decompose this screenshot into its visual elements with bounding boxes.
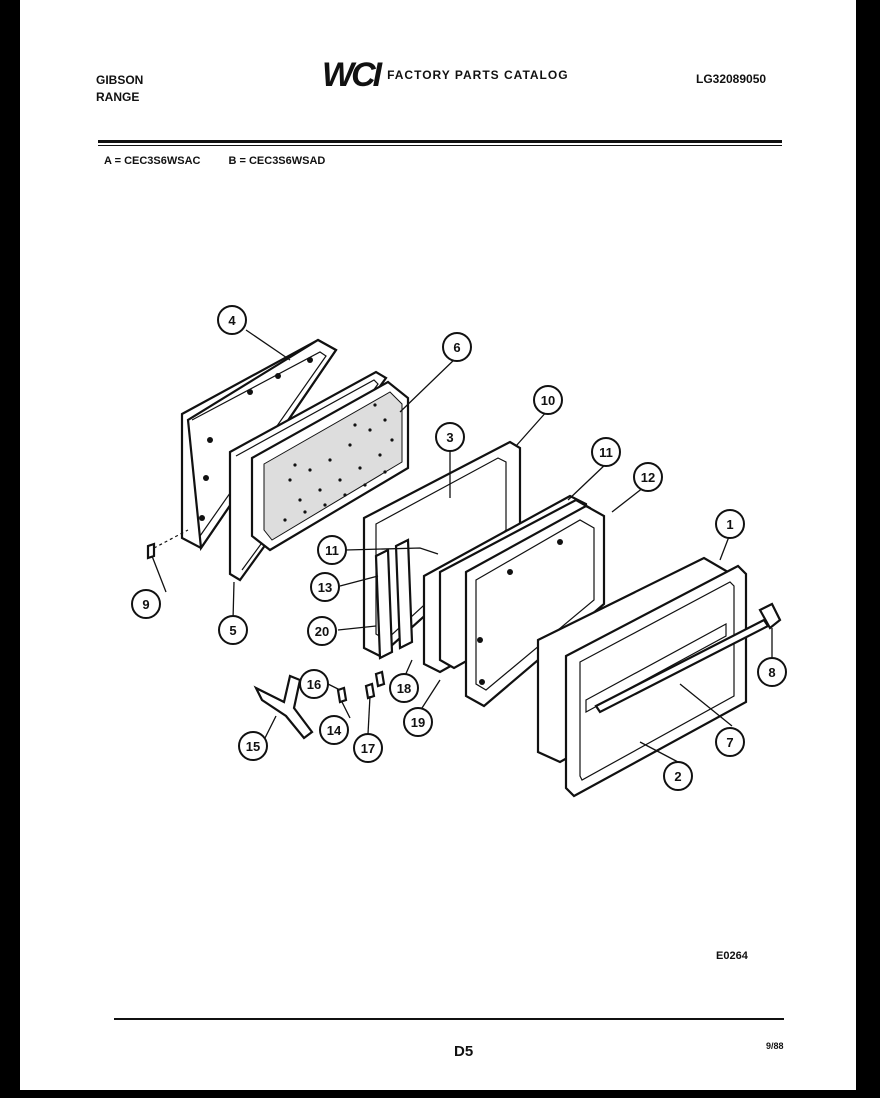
svg-text:20: 20 bbox=[315, 624, 329, 639]
callout-3: 3 bbox=[435, 422, 465, 452]
svg-text:12: 12 bbox=[641, 470, 655, 485]
door-liner-part bbox=[464, 504, 606, 708]
svg-text:19: 19 bbox=[411, 715, 425, 730]
small-screws-part bbox=[336, 670, 386, 704]
callout-7: 7 bbox=[715, 727, 745, 757]
callout-8: 8 bbox=[757, 657, 787, 687]
svg-text:6: 6 bbox=[453, 340, 460, 355]
callout-11-top: 11 bbox=[591, 437, 621, 467]
callout-10: 10 bbox=[533, 385, 563, 415]
callout-1: 1 bbox=[715, 509, 745, 539]
brand-block: GIBSON RANGE bbox=[96, 72, 143, 106]
svg-text:17: 17 bbox=[361, 741, 375, 756]
catalog-header: WCI FACTORY PARTS CATALOG bbox=[322, 58, 569, 92]
callout-2: 2 bbox=[663, 761, 693, 791]
callout-9: 9 bbox=[131, 589, 161, 619]
callout-20: 20 bbox=[307, 616, 337, 646]
callout-16: 16 bbox=[299, 669, 329, 699]
callout-4: 4 bbox=[217, 305, 247, 335]
page-number: D5 bbox=[454, 1043, 474, 1060]
svg-text:1: 1 bbox=[726, 517, 733, 532]
svg-text:11: 11 bbox=[325, 543, 339, 558]
callout-11-left: 11 bbox=[317, 535, 347, 565]
catalog-title: FACTORY PARTS CATALOG bbox=[387, 68, 569, 82]
svg-text:15: 15 bbox=[246, 739, 260, 754]
svg-text:2: 2 bbox=[674, 769, 681, 784]
svg-text:3: 3 bbox=[446, 430, 453, 445]
product-type: RANGE bbox=[96, 90, 140, 104]
svg-text:9: 9 bbox=[142, 597, 149, 612]
svg-text:13: 13 bbox=[318, 580, 332, 595]
svg-text:16: 16 bbox=[307, 677, 321, 692]
header-rule-thin bbox=[98, 145, 782, 146]
wci-logo: WCI bbox=[322, 56, 382, 94]
model-a: A = CEC3S6WSAC bbox=[104, 155, 201, 167]
svg-text:7: 7 bbox=[726, 735, 733, 750]
exploded-view-diagram: 4 6 10 3 11 12 1 11 13 20 9 5 8 16 18 14… bbox=[131, 305, 787, 798]
svg-text:8: 8 bbox=[768, 665, 775, 680]
model-list: A = CEC3S6WSAC B = CEC3S6WSAD bbox=[104, 155, 325, 167]
svg-text:5: 5 bbox=[229, 623, 236, 638]
svg-text:4: 4 bbox=[228, 313, 236, 328]
svg-text:11: 11 bbox=[599, 445, 613, 460]
callout-6: 6 bbox=[442, 332, 472, 362]
svg-text:14: 14 bbox=[327, 723, 342, 738]
doc-number: LG32089050 bbox=[696, 72, 767, 86]
leader-lines bbox=[151, 329, 773, 763]
catalog-page: GIBSON RANGE WCI FACTORY PARTS CATALOG L… bbox=[20, 0, 856, 1090]
callout-19: 19 bbox=[403, 707, 433, 737]
callout-14: 14 bbox=[319, 715, 349, 745]
footer-rule bbox=[114, 1018, 784, 1020]
svg-text:18: 18 bbox=[397, 681, 411, 696]
screw-9-part bbox=[146, 529, 189, 560]
callout-17: 17 bbox=[353, 733, 383, 763]
callout-5: 5 bbox=[218, 615, 248, 645]
model-b: B = CEC3S6WSAD bbox=[228, 155, 326, 167]
side-channel-part bbox=[374, 538, 414, 660]
insulation-part bbox=[250, 380, 410, 552]
brand-name: GIBSON bbox=[96, 73, 144, 87]
callout-18: 18 bbox=[389, 673, 419, 703]
handle-end-part bbox=[758, 602, 782, 630]
callout-13: 13 bbox=[310, 572, 340, 602]
issue-date: 9/88 bbox=[766, 1041, 784, 1051]
callout-15: 15 bbox=[238, 731, 268, 761]
bracket-part bbox=[253, 674, 314, 740]
callout-12: 12 bbox=[633, 462, 663, 492]
header-rule-thick bbox=[98, 140, 782, 143]
figure-code: E0264 bbox=[716, 950, 748, 962]
svg-text:10: 10 bbox=[541, 393, 555, 408]
